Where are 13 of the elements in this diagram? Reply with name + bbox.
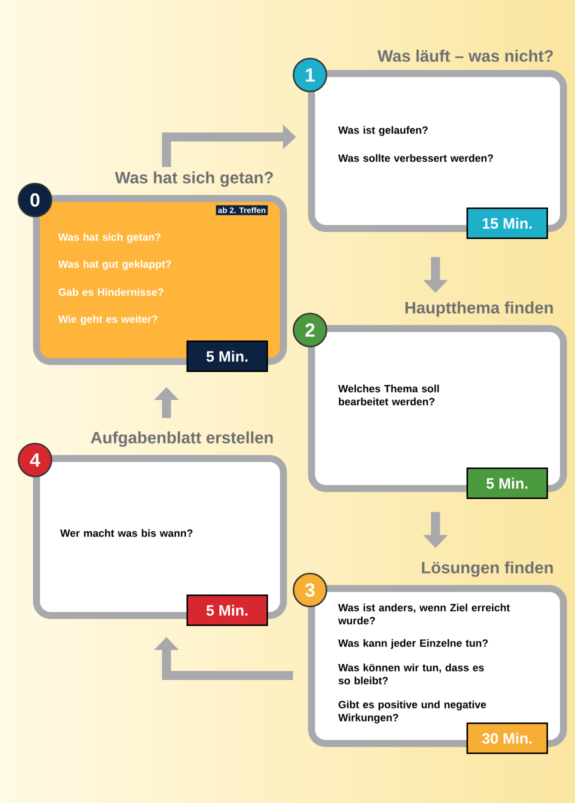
heading: Hauptthema finden (405, 301, 553, 317)
question-text: Was hat sich getan? (58, 233, 160, 243)
heading: Was hat sich getan? (114, 171, 273, 187)
question-text: Wer macht was bis wann? (60, 529, 192, 537)
question-text: Gab es Hindernisse? (58, 288, 164, 296)
question-text: Wie geht es weiter? (58, 315, 158, 325)
heading: Aufgabenblatt erstellen (90, 431, 273, 447)
question-text: Was hat gut geklappt? (58, 260, 171, 270)
heading: Lösungen finden (422, 561, 553, 577)
tag-badge: ab 2. Treffen (216, 205, 268, 216)
time-badge: 5 Min. (186, 340, 268, 372)
time-badge: 5 Min. (186, 594, 268, 626)
heading: Was läuft – was nicht? (377, 50, 553, 62)
